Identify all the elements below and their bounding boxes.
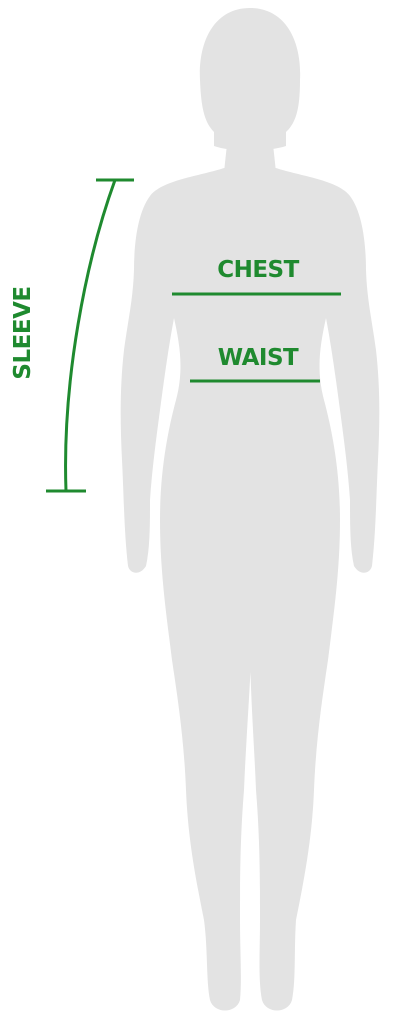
sleeve-label: SLEEVE xyxy=(10,286,36,379)
sleeve-arc xyxy=(66,180,115,491)
chest-label: CHEST xyxy=(217,257,299,283)
waist-label: WAIST xyxy=(218,345,299,371)
sleeve-measure: SLEEVE xyxy=(10,180,134,491)
head-shape xyxy=(200,8,300,151)
neck-shape xyxy=(224,135,276,172)
body-silhouette xyxy=(121,8,380,1011)
